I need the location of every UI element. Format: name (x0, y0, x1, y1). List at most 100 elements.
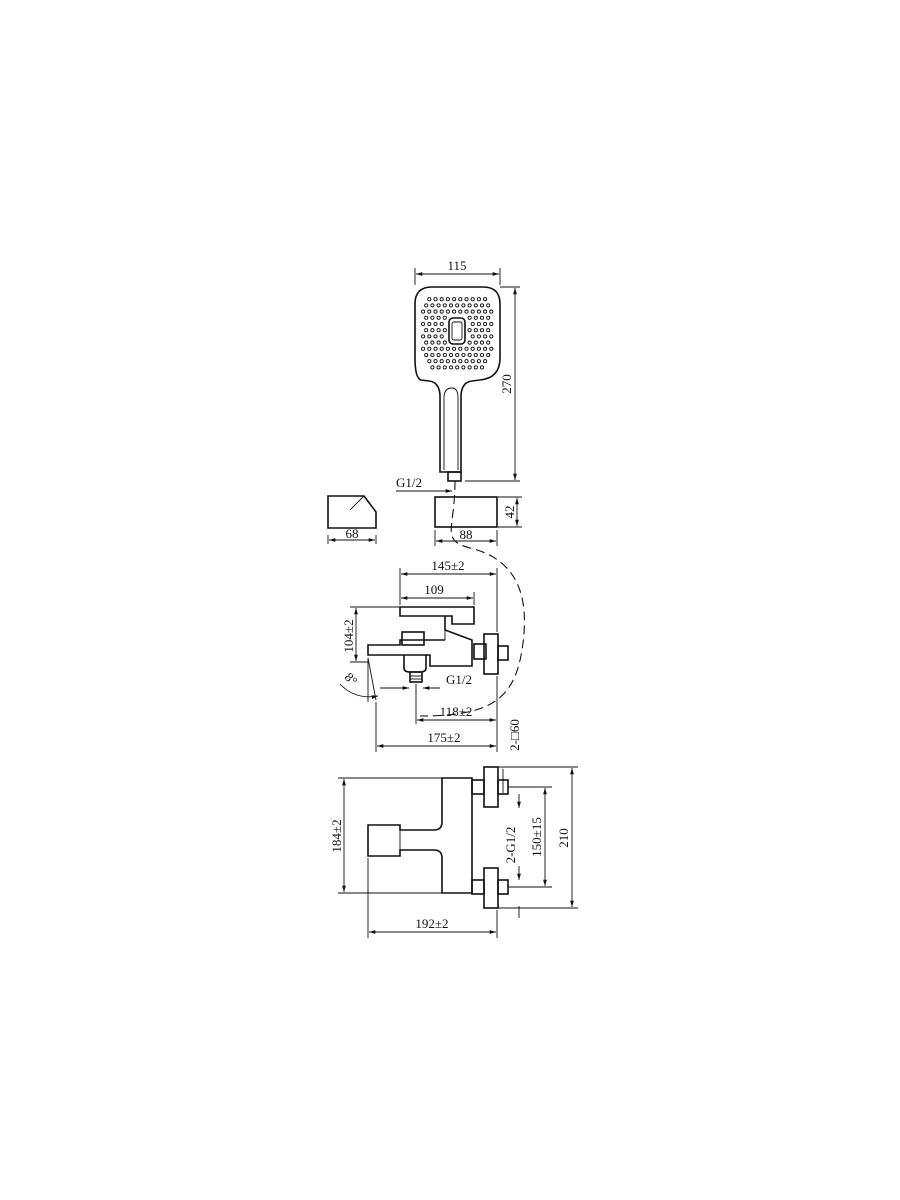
nozzle-hole (427, 321, 432, 327)
nozzle-hole (473, 340, 478, 345)
angle-arc (339, 683, 379, 699)
hose-dashed (419, 480, 525, 717)
dim-base-width: 88 (460, 527, 473, 542)
nozzle-hole (427, 334, 432, 339)
dim-height: 104±2 (341, 619, 356, 652)
nozzle-hole (473, 328, 478, 333)
bottom-eccentric (471, 879, 485, 895)
nozzle-hole (479, 303, 485, 308)
nozzle-hole (421, 334, 426, 339)
nozzle-hole (433, 334, 438, 339)
nozzle-hole (424, 315, 429, 320)
bottom-inlet (497, 879, 509, 895)
shower-outlet (403, 655, 427, 673)
nozzle-hole (486, 352, 491, 358)
nozzle-hole (442, 340, 447, 345)
nozzle-hole (439, 359, 444, 364)
holder-edge (349, 495, 365, 511)
bottom-flange (483, 867, 499, 909)
nozzle-hole (467, 315, 472, 320)
nozzle-hole (464, 309, 469, 314)
nozzle-hole (442, 303, 447, 308)
nozzle-hole (479, 352, 485, 358)
nozzle-hole (458, 346, 463, 351)
nozzle-hole (455, 352, 460, 358)
nozzle-hole (445, 346, 450, 351)
nozzle-hole (448, 303, 454, 308)
nozzle-hole (476, 309, 481, 314)
top-eccentric (471, 779, 485, 795)
mixer-side-view: 145±2 109 104±2 8° G1/2 118±2 175±2 2-□6… (339, 558, 522, 752)
nozzle-hole (427, 297, 432, 302)
nozzle-hole (448, 352, 454, 358)
nozzle-hole (486, 303, 491, 308)
wall-inlet (497, 645, 509, 661)
nozzle-hole (489, 346, 494, 351)
dim-angle: 8° (342, 669, 361, 688)
holder-base-block (434, 496, 498, 528)
nozzle-hole (439, 297, 444, 302)
nozzle-hole (442, 328, 447, 333)
nozzle-hole (448, 365, 454, 370)
nozzle-hole (421, 321, 426, 327)
nozzle-hole (424, 328, 429, 333)
nozzle-hole (486, 315, 491, 320)
hand-shower: 115 270 (414, 258, 520, 482)
nozzle-hole (464, 359, 469, 364)
nozzle-hole (489, 334, 494, 339)
nozzle-hole (442, 352, 447, 358)
dim-total-length: 270 (499, 374, 514, 394)
mixer-front-view: 184±2 192±2 2-G1/2 150±15 210 (329, 766, 578, 938)
nozzle-hole (483, 359, 488, 364)
nozzle-hole (467, 328, 472, 333)
dim-overall-width: 192±2 (415, 916, 448, 931)
nozzle-hole (439, 334, 444, 339)
nozzle-hole (470, 334, 475, 339)
eccentric-connector (473, 643, 487, 660)
nozzle-hole (430, 303, 435, 308)
nozzle-hole (430, 340, 435, 345)
nozzle-hole (436, 315, 441, 320)
nozzle-hole (486, 340, 491, 345)
nozzle-hole (461, 365, 466, 370)
nozzle-hole (470, 309, 475, 314)
dim-flange: 2-□60 (507, 719, 522, 751)
nozzle-hole (479, 340, 485, 345)
nozzle-hole (421, 309, 426, 314)
nozzle-hole (445, 297, 450, 302)
nozzle-hole (458, 309, 463, 314)
nozzle-hole (445, 359, 450, 364)
dim-inlet-threads: 2-G1/2 (503, 827, 518, 864)
nozzle-hole (433, 359, 438, 364)
nozzle-hole (430, 352, 435, 358)
nozzle-hole (430, 365, 435, 370)
nozzle-hole (467, 365, 472, 370)
nozzle-hole (452, 359, 457, 364)
nozzle-hole (442, 365, 447, 370)
nozzle-hole (442, 315, 447, 320)
dim-head-width: 115 (447, 258, 466, 273)
holder-side-view (327, 495, 377, 529)
nozzle-hole (433, 309, 438, 314)
dim-handle-length: 109 (424, 582, 444, 597)
nozzle-hole (467, 340, 472, 345)
nozzle-hole (483, 346, 488, 351)
nozzle-hole (489, 309, 494, 314)
nozzle-hole (433, 346, 438, 351)
nozzle-hole (483, 321, 488, 327)
nozzle-hole (461, 352, 466, 358)
nozzle-hole (427, 309, 432, 314)
nozzle-hole (479, 315, 485, 320)
nozzle-hole (452, 346, 457, 351)
nozzle-hole (455, 365, 460, 370)
nozzle-hole (430, 328, 435, 333)
nozzle-hole (433, 321, 438, 327)
dim-holder-width: 68 (346, 526, 359, 541)
nozzle-hole (489, 321, 494, 327)
nozzle-hole (455, 303, 460, 308)
dim-front-height: 184±2 (329, 819, 344, 852)
dim-body-length: 145±2 (431, 558, 464, 573)
nozzle-hole (452, 309, 457, 314)
nozzle-hole (458, 297, 463, 302)
nozzle-hole (439, 321, 444, 327)
